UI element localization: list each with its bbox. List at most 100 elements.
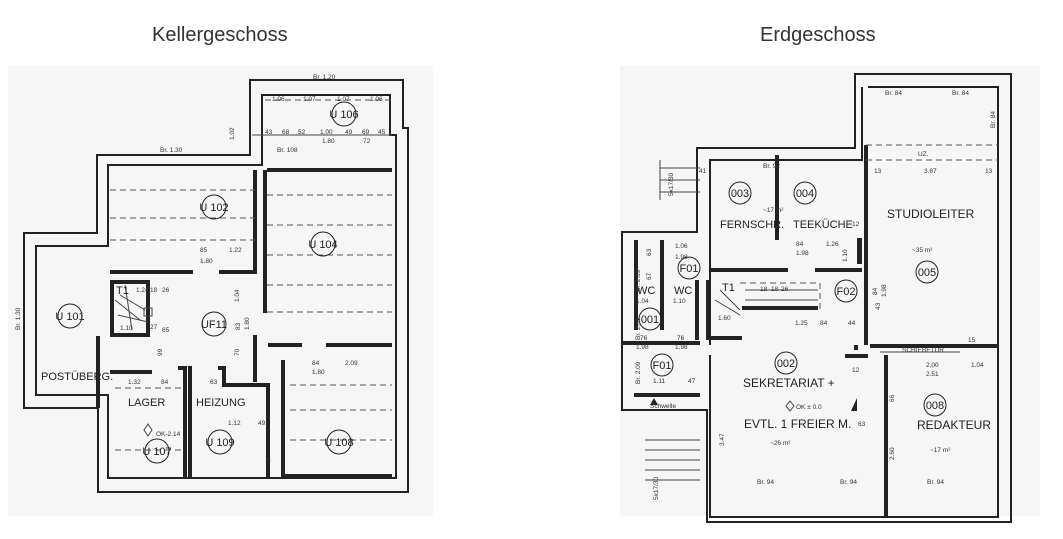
dimension-label: 18	[771, 286, 779, 293]
label-level: OK ± 0.0	[796, 404, 822, 411]
dimension-label: Br. 108	[277, 147, 298, 154]
dimension-label: 3.87	[924, 168, 937, 175]
dimension-label: 18	[760, 286, 768, 293]
room-u102: U 102	[199, 202, 228, 214]
room-002: 002	[777, 358, 795, 370]
dimension-label: 12	[852, 367, 860, 374]
basement-plan: U 106 U 102 U 104 U 101 UF11 U 107 U 109…	[15, 74, 409, 493]
dimension-label: 12	[852, 221, 860, 228]
room-004: 004	[796, 188, 814, 200]
room-001: 001	[641, 314, 659, 326]
dimension-label: 63	[858, 421, 866, 428]
dimension-label: 1.04	[234, 289, 241, 302]
label-sekretariat: SEKRETARIAT +	[743, 376, 835, 390]
label-redakteur: REDAKTEUR	[917, 418, 991, 432]
label-wc-1: WC	[637, 285, 655, 297]
dimension-label: 2.09	[345, 360, 358, 367]
dimension-label: 65	[162, 327, 170, 334]
dimension-label: 1.26	[826, 241, 839, 248]
dimension-label: 43	[265, 129, 273, 136]
room-u109: U 109	[205, 437, 234, 449]
dimension-label: Br. 84	[952, 90, 969, 97]
dimension-label: Br. 92	[763, 163, 780, 170]
dimension-label: 5x17/30	[653, 476, 660, 500]
dimension-label: Br. 2.09	[635, 361, 642, 384]
area-008: ~17 m²	[930, 447, 951, 454]
label-teekuche: TEEKÜCHE	[793, 219, 853, 231]
basement-title: Kellergeschoss	[152, 24, 288, 46]
room-f02: F02	[837, 286, 856, 298]
dimension-label: 76	[677, 335, 685, 342]
label-fernschr: FERNSCHR.	[720, 219, 784, 231]
dimension-label: 1.60	[718, 315, 731, 322]
dimension-label: 84	[312, 360, 320, 367]
dimension-label: 1.80	[244, 317, 251, 330]
ground-sheet	[620, 66, 1040, 516]
dimension-label: 66	[889, 394, 896, 402]
dimension-label: 49	[345, 129, 353, 136]
dimension-label: 63	[646, 248, 653, 256]
label-level: OK-2.14	[156, 431, 181, 438]
label-stair-t1: T1	[116, 285, 129, 297]
dimension-label: 47	[688, 378, 696, 385]
dimension-label: 1.98	[675, 254, 688, 261]
dimension-label: 1.00	[320, 129, 333, 136]
dimension-label: 69	[362, 129, 370, 136]
dimension-label: 1.32	[128, 379, 141, 386]
label-stair-t1: T1	[722, 282, 735, 294]
dimension-label: 1.06	[272, 96, 285, 103]
dimension-label: 1.11	[653, 378, 666, 385]
label-schiebetur: SCHIEBETÜR	[902, 346, 944, 354]
room-008: 008	[926, 400, 944, 412]
dimension-label: 1.07	[303, 96, 316, 103]
dimension-label: 99	[157, 348, 164, 356]
label-studioleiter: STUDIOLEITER	[887, 207, 975, 221]
dimension-label: Br. 2.09	[635, 269, 642, 292]
dimension-label: 1.04	[971, 362, 984, 369]
dimension-label: 85	[200, 247, 208, 254]
dimension-label: 68	[282, 129, 290, 136]
label-uz: UZ.	[918, 151, 929, 158]
dimension-label: 1.80	[312, 369, 325, 376]
dimension-label: 1.04	[636, 298, 649, 305]
dimension-label: 76	[640, 335, 648, 342]
dimension-label: Br. 1.30	[160, 147, 183, 154]
dimension-label: 84	[796, 241, 804, 248]
dimension-label: 1.10	[673, 298, 686, 305]
label-heizung: HEIZUNG	[196, 397, 246, 409]
dimension-label: 1.98	[881, 284, 888, 297]
dimension-label: 72	[363, 138, 371, 145]
label-freier-m: EVTL. 1 FREIER M.	[744, 417, 851, 431]
dimension-label: 6	[267, 457, 271, 464]
label-wc-2: WC	[674, 285, 692, 297]
dimension-label: Br. 94	[757, 479, 774, 486]
room-003: 003	[731, 188, 749, 200]
dimension-label: 1.98	[796, 250, 809, 257]
dimension-label: 84	[872, 287, 879, 295]
dimension-label: 1.25	[795, 320, 808, 327]
ground-floor-plan: 003 004 005 F02 002 008 F01 001 F01 FERN…	[621, 73, 1012, 523]
dimension-label: 1.22	[229, 247, 242, 254]
dimension-label: 1.10	[842, 249, 849, 262]
dimension-label: 5x17/30	[668, 172, 675, 196]
area-003-004: ~17 m²	[763, 207, 784, 214]
dimension-label: 1.06	[370, 96, 383, 103]
room-u106: U 106	[329, 109, 358, 121]
room-uf11: UF11	[201, 319, 227, 331]
dimension-label: 83	[235, 322, 242, 330]
dimension-label: 26	[781, 286, 789, 293]
room-u108: U 108	[324, 437, 353, 449]
dimension-label: 84	[161, 379, 169, 386]
dimension-label: 52	[298, 129, 306, 136]
dimension-label: 27	[150, 324, 158, 331]
dimension-label: 13	[874, 168, 882, 175]
dimension-label: Br. 84	[990, 111, 997, 128]
dimension-label: 26	[162, 287, 170, 294]
label-lager: LAGER	[128, 397, 165, 409]
dimension-label: 18	[150, 287, 158, 294]
dimension-label: Br. 1.30	[15, 307, 22, 330]
room-005: 005	[918, 267, 936, 279]
basement-dimensions: Br. 1.20 Br. 1.30 Br. 108 Br. 1.30 1.06 …	[15, 74, 386, 464]
ground-dimensions: Br. 84 Br. 84 Br. 84 Br. 92 Br. 94 Br. 9…	[635, 90, 997, 500]
